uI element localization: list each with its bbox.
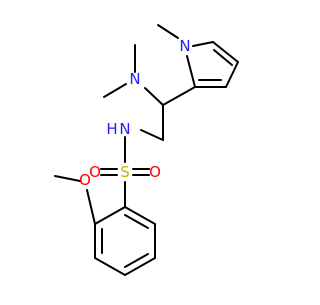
bond-benz-c4-c5	[124, 257, 156, 276]
bond-benz-c4-c5-inner	[124, 253, 149, 268]
bond-pyrrole-c2-n	[186, 55, 196, 88]
atom-n-dimethylamine: N	[129, 70, 140, 88]
atom-n-pyrrole: N	[179, 37, 190, 55]
atom-o-methoxy: O	[79, 171, 91, 189]
bond-pyrrole-n-c5	[192, 41, 214, 47]
bond-benz-c1-c2	[94, 206, 126, 225]
bond-benz-c3-c4	[94, 257, 126, 276]
bond-n-methyl	[157, 24, 179, 39]
molecule-structure: N N H N S O O O	[54, 24, 239, 276]
bonds	[54, 24, 239, 276]
bond-benz-c6-c1-inner	[124, 214, 149, 229]
atom-labels: N N H N S O O O	[79, 37, 191, 189]
atom-nh: N	[119, 120, 130, 138]
bond-c2-ch	[162, 86, 196, 106]
bond-o-methyl	[54, 175, 81, 182]
bond-ring-o-methoxy	[86, 189, 96, 225]
atom-o-right: O	[149, 163, 161, 181]
structure-canvas: N N H N S O O O	[54, 24, 239, 276]
bond-ch2-nh	[140, 129, 164, 141]
bond-nme-left	[103, 83, 127, 98]
atom-s: S	[120, 163, 130, 181]
bond-pyrrole-c5-c4-inner	[213, 49, 233, 66]
atom-nh-h: H	[106, 120, 117, 138]
bond-pyrrole-c4-c3	[225, 61, 239, 88]
bond-pyrrole-c5-c4	[212, 41, 239, 63]
bond-benz-c6-c1	[124, 206, 156, 225]
bond-ch-n-dimethyl	[144, 87, 164, 106]
atom-o-left: O	[89, 163, 101, 181]
